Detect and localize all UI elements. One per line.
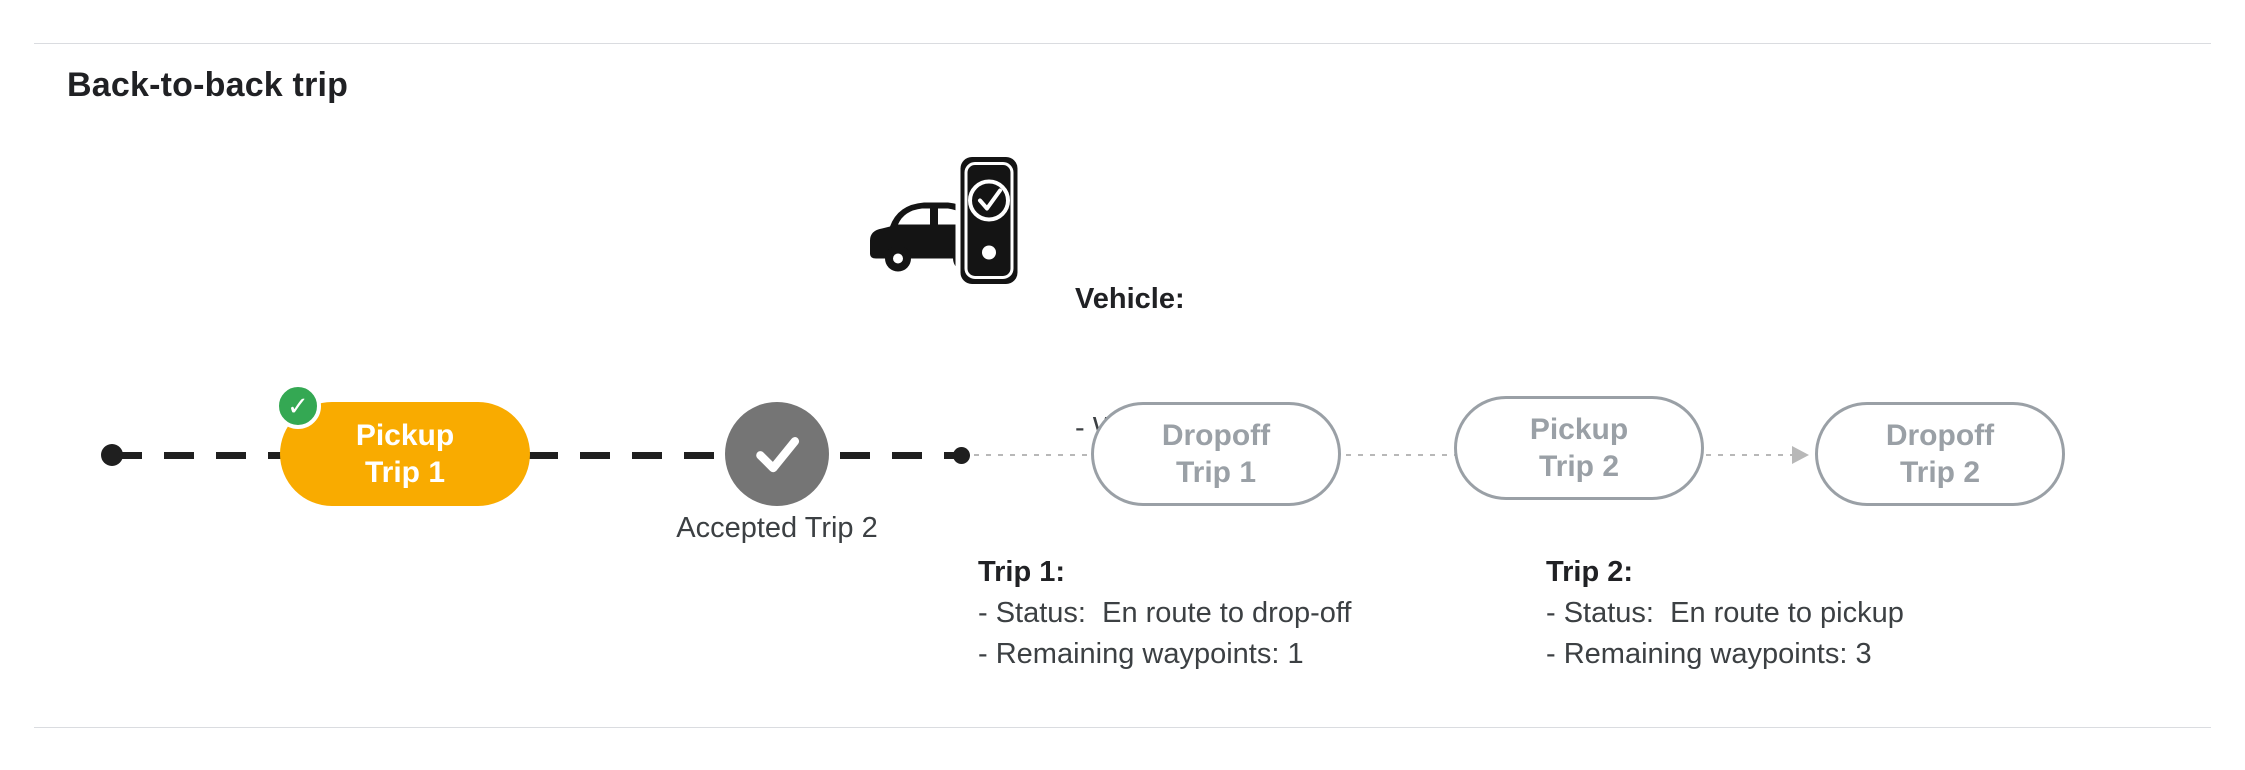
- route-arrow-icon: [1792, 446, 1809, 464]
- trip1-title: Trip 1:: [978, 556, 1066, 588]
- waypoint-pickup-trip1: Pickup Trip 1: [280, 402, 530, 506]
- waypoint-label-line2: Trip 2: [1538, 450, 1620, 483]
- waypoint-label-line2: Trip 1: [364, 456, 446, 489]
- route-start-dot: [101, 444, 123, 466]
- waypoint-label-line2: Trip 2: [1899, 456, 1981, 489]
- waypoint-label-line1: Pickup: [355, 419, 455, 452]
- trip1-info: Trip 1: - Status: En route to drop-off -…: [978, 552, 1351, 675]
- bottom-divider: [34, 727, 2211, 728]
- trip2-info: Trip 2: - Status: En route to pickup - R…: [1546, 552, 1904, 675]
- waypoint-label-line1: Pickup: [1529, 413, 1629, 446]
- car-phone-check-icon: [870, 152, 1023, 289]
- page-title: Back-to-back trip: [67, 66, 349, 104]
- waypoint-label-line1: Dropoff: [1885, 419, 1995, 452]
- trip2-title: Trip 2:: [1546, 556, 1634, 588]
- waypoint-label-line2: Trip 1: [1175, 456, 1257, 489]
- vehicle-position-dot: [953, 447, 970, 464]
- waypoint-pickup-trip2: Pickup Trip 2: [1454, 396, 1704, 500]
- pickup-trip1-check-icon: ✓: [275, 383, 321, 429]
- waypoint-dropoff-trip1: Dropoff Trip 1: [1091, 402, 1341, 506]
- accepted-trip2-label: Accepted Trip 2: [676, 512, 878, 544]
- check-glyph: ✓: [287, 390, 309, 421]
- waypoint-dropoff-trip2: Dropoff Trip 2: [1815, 402, 2065, 506]
- trip2-remaining-waypoints: - Remaining waypoints: 3: [1546, 638, 1872, 670]
- vehicle-label: Vehicle:: [1075, 283, 1185, 315]
- waypoint-label-line1: Dropoff: [1161, 419, 1271, 452]
- trip2-status: - Status: En route to pickup: [1546, 597, 1904, 629]
- top-divider: [34, 43, 2211, 44]
- trip1-remaining-waypoints: - Remaining waypoints: 1: [978, 638, 1304, 670]
- check-icon: [756, 437, 800, 473]
- upcoming-route-dotted-line: [962, 454, 1810, 456]
- accepted-trip2-check-circle: [725, 402, 829, 506]
- completed-route-dashed-line: [112, 452, 962, 459]
- trip1-status: - Status: En route to drop-off: [978, 597, 1352, 629]
